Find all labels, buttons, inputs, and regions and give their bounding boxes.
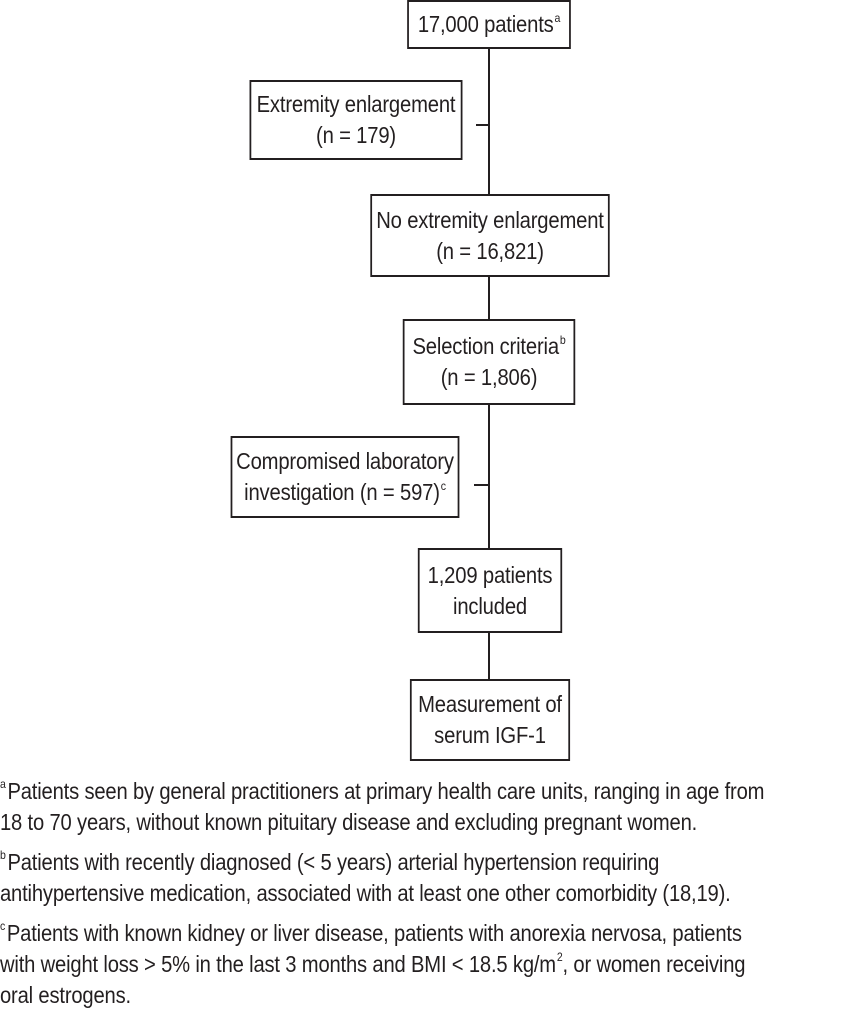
extremity-enlargement-label: Extremity enlargement — [256, 91, 456, 117]
compromised-laboratory-count: investigation (n = 597)c — [244, 479, 446, 505]
footnote-c-line2: with weight loss > 5% in the last 3 mont… — [0, 950, 746, 977]
no-extremity-enlargement-label: No extremity enlargement — [376, 206, 604, 233]
selection-criteria-label: Selection criteriab — [412, 333, 566, 359]
footnote-c-line1: cPatients with known kidney or liver dis… — [0, 919, 742, 946]
footnotes: aPatients seen by general practitioners … — [0, 776, 841, 1020]
extremity-enlargement-count: (n = 179) — [316, 122, 396, 148]
compromised-laboratory-label: Compromised laboratory — [236, 448, 454, 474]
footnote-b: bPatients with recently diagnosed (< 5 y… — [0, 847, 841, 909]
footnote-a-line1: aPatients seen by general practitioners … — [0, 777, 765, 804]
footnote-b-line1: bPatients with recently diagnosed (< 5 y… — [0, 848, 660, 875]
compromised-laboratory-box: Compromised laboratory investigation (n … — [230, 436, 460, 518]
patients-included-box: 1,209 patients included — [417, 548, 563, 633]
serum-igf1-label: serum IGF-1 — [434, 722, 546, 748]
extremity-enlargement-box: Extremity enlargement (n = 179) — [249, 80, 463, 160]
total-patients-box: 17,000 patientsa — [407, 0, 571, 49]
measurement-serum-box: Measurement of serum IGF-1 — [409, 679, 571, 761]
footnote-b-line2: antihypertensive medication, associated … — [0, 880, 731, 906]
patients-included-label: included — [452, 592, 527, 619]
branch-connector-compromised — [474, 484, 490, 486]
no-extremity-enlargement-count: (n = 16,821) — [436, 237, 544, 264]
footnote-a-line2: 18 to 70 years, without known pituitary … — [0, 809, 698, 835]
no-extremity-enlargement-box: No extremity enlargement (n = 16,821) — [370, 194, 610, 277]
footnote-mark-c: c — [440, 479, 446, 493]
total-patients-label: 17,000 patientsa — [417, 11, 561, 37]
selection-criteria-box: Selection criteriab (n = 1,806) — [402, 319, 576, 405]
footnote-mark-a: a — [554, 11, 561, 25]
footnote-a: aPatients seen by general practitioners … — [0, 776, 841, 838]
measurement-label: Measurement of — [418, 691, 562, 717]
footnote-mark-b: b — [559, 333, 566, 347]
patients-included-count: 1,209 patients — [427, 561, 553, 588]
footnote-c-line3: oral estrogens. — [0, 982, 131, 1008]
selection-criteria-count: (n = 1,806) — [440, 364, 538, 390]
footnote-c: cPatients with known kidney or liver dis… — [0, 918, 841, 1011]
branch-connector-enlargement — [476, 124, 490, 126]
